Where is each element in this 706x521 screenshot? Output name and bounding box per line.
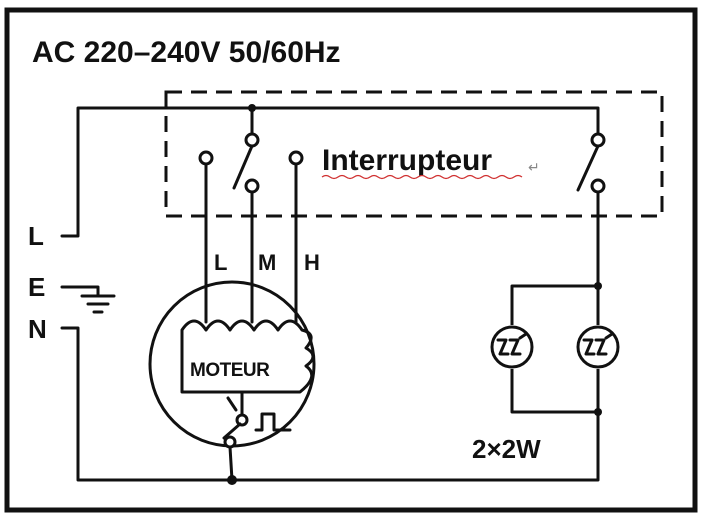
- wire-neutral: [60, 326, 600, 482]
- switch-label-mark: ↵: [528, 159, 540, 175]
- tap-label-h: H: [304, 250, 320, 275]
- motor: MOTEUR: [148, 280, 316, 482]
- tap-label-m: M: [258, 250, 276, 275]
- lamp-switch-terminal-top: [590, 132, 606, 148]
- selector-terminal-mid: [244, 178, 260, 194]
- outer-border: [4, 7, 698, 513]
- thermal-symbol-icon: [254, 412, 292, 432]
- wire-live: [60, 106, 600, 238]
- lamp-switch: [576, 132, 606, 194]
- junction-live: [248, 104, 256, 112]
- selector-terminal-low: [198, 150, 214, 166]
- wire-lamp-parallel: [510, 284, 600, 414]
- ground-icon: [80, 294, 116, 314]
- supply-title: AC 220–240V 50/60Hz: [32, 36, 341, 69]
- lamp-2: [576, 325, 620, 369]
- lamp-2-bulb: [576, 325, 620, 369]
- lamp-1: [490, 325, 534, 369]
- motor-label: MOTEUR: [190, 360, 270, 381]
- thermal-terminal-bottom: [223, 435, 237, 449]
- junction-lamp-top: [594, 282, 602, 290]
- spellcheck-underline: [321, 174, 523, 180]
- selector-terminal-common: [244, 132, 260, 148]
- terminal-label-l: L: [28, 221, 44, 251]
- lamp-2-filament-icon: [582, 332, 614, 356]
- lamp-1-filament-icon: [496, 332, 528, 356]
- motor-windings: [180, 319, 315, 394]
- tap-label-l: L: [214, 250, 227, 275]
- junction-lamp-bottom: [594, 408, 602, 416]
- lamps-rating: 2×2W: [472, 434, 541, 464]
- wire-earth: [60, 285, 100, 298]
- selector-terminal-high: [288, 150, 304, 166]
- terminal-label-e: E: [28, 272, 45, 302]
- lamp-switch-terminal-bottom: [590, 178, 606, 194]
- speed-selector-switch: [198, 132, 304, 194]
- terminal-label-n: N: [28, 314, 47, 344]
- switch-housing: [164, 90, 664, 218]
- switch-label: Interrupteur: [322, 144, 492, 177]
- lamp-1-bulb: [490, 325, 534, 369]
